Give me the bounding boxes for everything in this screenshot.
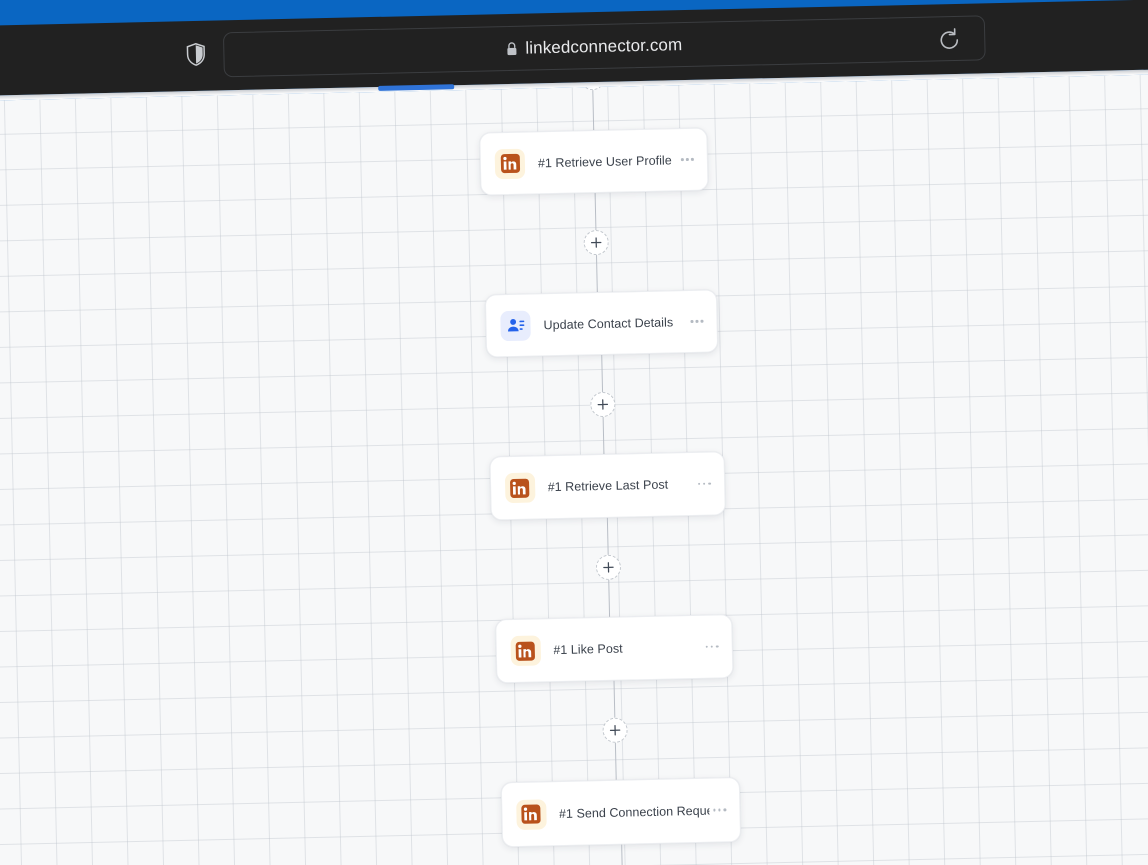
node-card[interactable]: #1 Send Connection Request [500, 777, 741, 848]
ellipsis-icon[interactable] [709, 808, 726, 812]
contact-card-icon [500, 310, 531, 341]
linkedin-icon [515, 798, 547, 830]
connector-line [607, 579, 610, 617]
workflow-step-1: #1 Retrieve User Profile [463, 127, 727, 295]
linkedin-icon [509, 635, 541, 667]
url-text: linkedconnector.com [525, 34, 683, 58]
workflow-chain: #1 Retrieve User Profile [462, 73, 741, 865]
linkedin-icon [504, 472, 536, 504]
lock-icon [506, 41, 517, 55]
workflow-canvas[interactable]: #1 Retrieve User Profile [0, 73, 1148, 865]
workflow-step-4: #1 Like Post [474, 614, 738, 783]
connector-line [595, 255, 598, 293]
connector-line [591, 90, 594, 131]
node-card[interactable]: #1 Retrieve User Profile [479, 127, 709, 196]
connector-line [620, 844, 623, 865]
add-step-button[interactable] [601, 717, 628, 744]
node-card[interactable]: #1 Like Post [494, 614, 733, 684]
add-step-button[interactable] [582, 229, 609, 256]
browser-toolbar: linkedconnector.com [0, 0, 1148, 96]
node-label: #1 Send Connection Request [558, 803, 710, 821]
node-label: #1 Retrieve Last Post [547, 477, 669, 495]
workflow-step-2: Update Contact Details [467, 289, 731, 457]
ellipsis-icon[interactable] [701, 645, 719, 649]
address-bar[interactable]: linkedconnector.com [222, 15, 986, 78]
ellipsis-icon[interactable] [687, 319, 704, 323]
workflow-step-5: #1 Send Connection Request [478, 777, 741, 848]
workflow-step-3: #1 Retrieve Last Post [470, 451, 734, 620]
connector-line [606, 517, 609, 555]
node-label: #1 Like Post [553, 641, 623, 658]
connector-line [613, 680, 615, 718]
add-step-button[interactable] [589, 391, 616, 418]
node-label: Update Contact Details [543, 314, 674, 332]
reload-icon[interactable] [936, 27, 963, 54]
connector-line [614, 742, 617, 780]
node-card[interactable]: Update Contact Details [484, 289, 719, 358]
shield-icon[interactable] [186, 42, 206, 66]
add-step-button[interactable] [595, 554, 621, 581]
ellipsis-icon[interactable] [677, 158, 694, 161]
connector-line [594, 193, 596, 231]
linkedin-icon [494, 148, 526, 179]
connector-line [600, 354, 603, 392]
node-card[interactable]: #1 Retrieve Last Post [488, 451, 726, 521]
connector-line [602, 416, 604, 454]
node-label: #1 Retrieve User Profile [537, 152, 672, 170]
ellipsis-icon[interactable] [694, 482, 711, 486]
